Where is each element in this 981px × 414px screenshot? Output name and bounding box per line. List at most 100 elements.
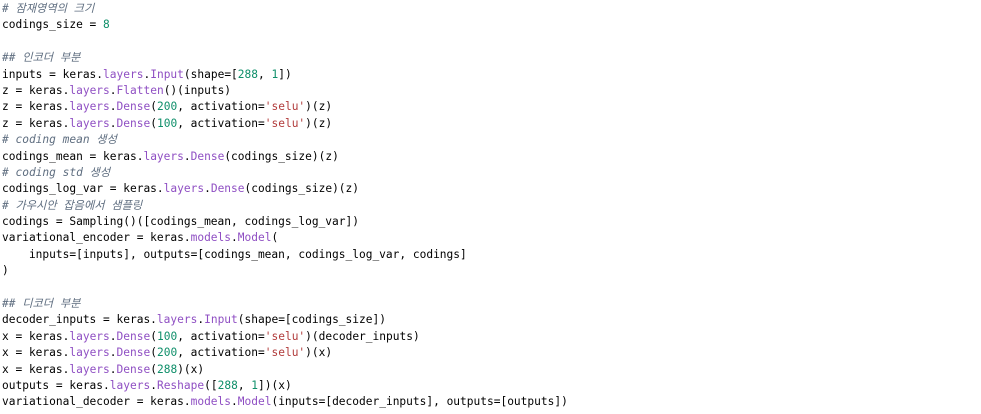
code-token-plain: . [109, 100, 117, 114]
code-token-plain: ( [150, 346, 157, 360]
code-line: # 잠재영역의 크기 [2, 1, 981, 17]
code-token-comment: # 가우시안 잡음에서 샘플링 [2, 198, 143, 212]
code-line: codings = Sampling()([codings_mean, codi… [2, 214, 981, 230]
code-token-plain: outputs = keras. [2, 378, 110, 392]
code-line: # coding mean 생성 [2, 132, 981, 148]
code-line: # 가우시안 잡음에서 샘플링 [2, 198, 981, 214]
code-token-plain: z = keras. [2, 100, 70, 114]
code-token-plain: inputs = keras. [2, 67, 104, 81]
code-token-plain: , activation= [177, 329, 265, 343]
code-token-plain: variational_decoder = keras. [2, 395, 191, 409]
code-line: outputs = keras.layers.Reshape([288, 1])… [2, 378, 981, 394]
code-line: inputs = keras.layers.Input(shape=[288, … [2, 67, 981, 83]
code-token-num: 100 [156, 116, 178, 130]
code-token-comment: # coding mean 생성 [2, 133, 117, 147]
code-token-attr: Dense [116, 362, 151, 376]
code-token-plain: . [183, 149, 191, 163]
code-line: ## 인코더 부분 [2, 50, 981, 66]
code-token-plain: ()(inputs) [163, 83, 232, 97]
code-token-attr: Dense [116, 116, 151, 130]
code-token-plain: , [258, 67, 272, 81]
code-token-plain: (shape=[ [183, 67, 238, 81]
code-token-plain: ([ [204, 378, 218, 392]
code-line: z = keras.layers.Dense(100, activation='… [2, 116, 981, 132]
code-token-attr: layers [163, 182, 205, 196]
code-token-plain: (codings_size)(z) [224, 149, 339, 163]
code-token-plain: . [231, 231, 238, 245]
code-token-plain: , activation= [177, 100, 265, 114]
code-token-str: 'selu' [264, 346, 306, 360]
code-line: z = keras.layers.Flatten()(inputs) [2, 83, 981, 99]
code-line: # coding std 생성 [2, 165, 981, 181]
code-token-comment: # coding std 생성 [2, 165, 111, 179]
code-token-attr: layers [69, 83, 110, 97]
code-token-plain: . [109, 329, 117, 343]
code-token-plain: , activation= [177, 116, 265, 130]
code-token-plain: . [150, 378, 157, 392]
code-token-attr: Input [204, 313, 238, 327]
code-token-plain: x = keras. [2, 346, 70, 360]
code-token-plain: . [109, 346, 117, 360]
code-token-attr: Dense [190, 149, 225, 163]
code-token-attr: Reshape [156, 378, 205, 392]
code-token-attr: Model [237, 395, 272, 409]
code-token-comment: # 잠재영역의 크기 [2, 2, 95, 15]
code-token-plain: codings_log_var = keras. [2, 182, 164, 196]
code-line: ) [2, 263, 981, 279]
code-line [2, 34, 981, 50]
code-token-attr: layers [69, 362, 110, 376]
code-token-plain: ( [150, 362, 157, 376]
code-token-plain: )(x) [177, 362, 205, 376]
code-line: x = keras.layers.Dense(200, activation='… [2, 345, 981, 361]
code-token-plain: . [109, 116, 117, 130]
code-line: x = keras.layers.Dense(100, activation='… [2, 329, 981, 345]
code-line: x = keras.layers.Dense(288)(x) [2, 362, 981, 378]
code-token-attr: Dense [116, 329, 151, 343]
code-token-plain: z = keras. [2, 116, 70, 130]
code-token-attr: layers [109, 378, 151, 392]
code-token-str: 'selu' [264, 329, 306, 343]
code-line: z = keras.layers.Dense(200, activation='… [2, 99, 981, 115]
code-token-attr: Dense [116, 100, 151, 114]
code-token-num: 8 [103, 18, 110, 32]
code-token-plain: ( [150, 116, 157, 130]
code-token-plain: )(z) [305, 116, 333, 130]
code-token-attr: Flatten [116, 83, 164, 97]
code-token-attr: layers [69, 116, 110, 130]
code-token-plain: x = keras. [2, 362, 70, 376]
code-token-attr: layers [69, 346, 110, 360]
code-line: variational_encoder = keras.models.Model… [2, 230, 981, 246]
code-token-plain: inputs=[inputs], outputs=[codings_mean, … [2, 247, 467, 261]
code-token-attr: models [190, 395, 232, 409]
code-token-plain: )(x) [305, 346, 333, 360]
code-line: ## 디코더 부분 [2, 296, 981, 312]
code-line: codings_log_var = keras.layers.Dense(cod… [2, 181, 981, 197]
code-token-plain: codings_mean = keras. [2, 149, 144, 163]
code-token-plain: x = keras. [2, 329, 70, 343]
code-token-plain: . [197, 313, 205, 327]
code-token-attr: layers [69, 100, 110, 114]
code-token-comment: ## 디코더 부분 [2, 297, 81, 311]
code-token-attr: Dense [116, 346, 151, 360]
code-token-plain: ]) [278, 67, 292, 81]
code-token-num: 288 [156, 362, 178, 376]
code-token-plain: codings = Sampling()([codings_mean, codi… [2, 215, 359, 229]
code-line: variational_decoder = keras.models.Model… [2, 394, 981, 410]
code-token-plain: z = keras. [2, 83, 70, 97]
code-line: codings_mean = keras.layers.Dense(coding… [2, 149, 981, 165]
code-token-plain: variational_encoder = keras. [2, 231, 191, 245]
code-token-plain: ) [2, 264, 9, 278]
code-token-num: 1 [251, 378, 259, 392]
code-token-plain: , [237, 378, 252, 392]
code-token-plain: . [109, 83, 117, 97]
code-token-attr: Dense [210, 182, 245, 196]
code-token-plain: ])(x) [258, 378, 292, 392]
code-token-num: 200 [156, 346, 178, 360]
code-token-plain: )(z) [305, 100, 333, 114]
code-token-plain: . [231, 395, 238, 409]
code-token-attr: layers [69, 329, 110, 343]
code-line: decoder_inputs = keras.layers.Input(shap… [2, 312, 981, 328]
code-token-plain: . [204, 182, 211, 196]
